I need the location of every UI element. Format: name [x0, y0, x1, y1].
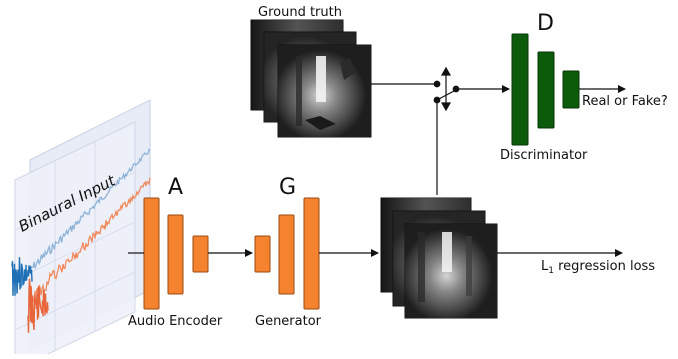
generated-frame-3 — [404, 223, 498, 319]
waveform-right-channel — [29, 177, 151, 307]
audio-encoder-letter: A — [168, 175, 183, 200]
audio-encoder: A Audio Encoder — [128, 175, 223, 329]
regression-loss-label: L1 regression loss — [541, 259, 655, 276]
waveform-left-channel — [27, 148, 151, 273]
generator-letter: G — [279, 175, 296, 200]
binaural-input: Binaural Input — [11, 99, 151, 359]
ground-truth-stack: Ground truth — [250, 5, 372, 138]
ground-truth-frame-3 — [277, 44, 372, 138]
discriminator-layer-2 — [537, 51, 555, 129]
generated-output-stack — [380, 197, 498, 319]
discriminator: D Discriminator — [500, 11, 588, 163]
audio-encoder-label: Audio Encoder — [128, 314, 223, 329]
generator-label: Generator — [255, 314, 322, 329]
real-or-fake-label: Real or Fake? — [582, 94, 668, 109]
generator-layer-2 — [278, 214, 295, 295]
ground-truth-label: Ground truth — [258, 5, 342, 20]
discriminator-label: Discriminator — [500, 148, 588, 163]
waveform-left-onset — [11, 257, 33, 296]
generator-layer-1 — [254, 235, 271, 273]
discriminator-layer-3 — [562, 70, 580, 109]
regression-loss-l: L — [541, 259, 549, 274]
discriminator-layer-1 — [511, 33, 529, 146]
encoder-layer-3 — [192, 235, 209, 273]
regression-loss-subscript: 1 — [548, 266, 554, 276]
encoder-layer-1 — [143, 197, 160, 310]
generator: G Generator — [254, 175, 322, 329]
encoder-layer-2 — [167, 214, 184, 295]
generator-layer-3 — [303, 197, 320, 310]
regression-loss-text: regression loss — [554, 259, 655, 274]
discriminator-letter: D — [537, 11, 554, 36]
switch-icon — [433, 66, 460, 112]
waveform-right-onset — [27, 278, 49, 333]
flow-connectors — [128, 83, 626, 257]
